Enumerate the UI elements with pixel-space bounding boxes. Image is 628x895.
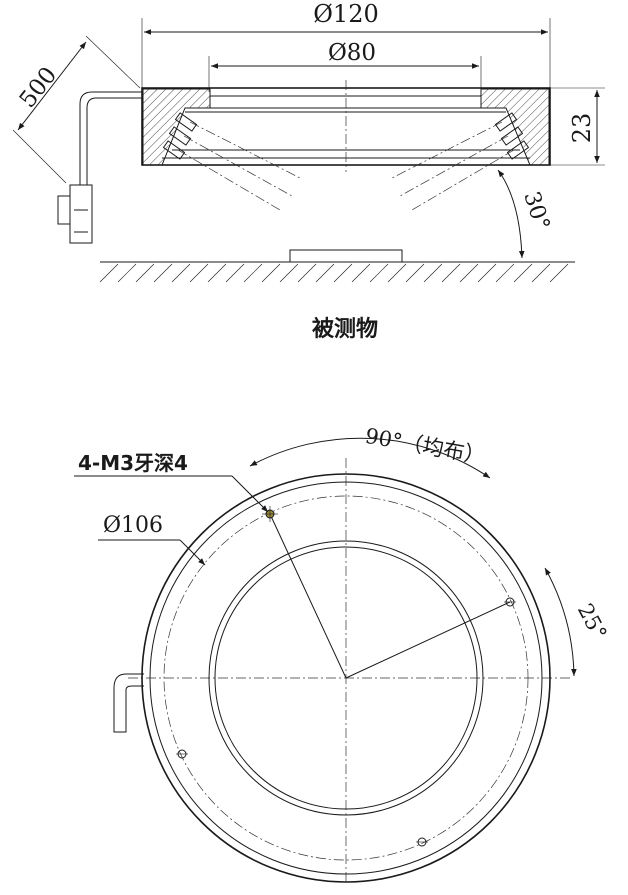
hole-circle-label: Ø106 (103, 513, 163, 538)
arc-angle-dimension: 90°（均布） (249, 424, 491, 479)
offset-angle-label: 25° (573, 600, 612, 644)
side-view: Ø120 Ø80 (12, 0, 605, 342)
top-view: 90°（均布） 25° 4-M3牙深4 Ø106 (74, 424, 612, 883)
mounting-hole (416, 837, 428, 847)
hole-circle (163, 495, 529, 861)
ring-light-section (141, 80, 551, 211)
thread-label: 4-M3牙深4 (78, 451, 188, 475)
arc-angle-label: 90°（均布） (363, 424, 487, 469)
outer-diameter-label: Ø120 (313, 0, 378, 28)
height-label: 23 (568, 113, 596, 144)
angle-dimension: 30° (497, 169, 554, 259)
cable-length-label: 500 (15, 62, 63, 113)
led-cluster-left (162, 112, 301, 211)
thread-callout: 4-M3牙深4 (74, 451, 269, 513)
outer-diameter-dimension: Ø120 (141, 0, 551, 88)
inner-ring (208, 540, 484, 816)
mounting-hole (504, 597, 516, 607)
angle-label: 30° (518, 189, 554, 234)
inner-diameter-label: Ø80 (328, 40, 376, 66)
inner-diameter-dimension: Ø80 (208, 40, 482, 92)
measured-object: 被测物 (99, 249, 575, 342)
cable-stub (113, 673, 144, 733)
offset-angle-dimension: 25° (544, 567, 612, 677)
hole-circle-callout: Ø106 (98, 513, 206, 566)
object-label: 被测物 (312, 316, 378, 342)
led-cluster-right (391, 112, 530, 211)
cable-assembly: 500 (12, 35, 142, 244)
mounting-hole (176, 749, 188, 759)
height-dimension: 23 (550, 87, 605, 166)
